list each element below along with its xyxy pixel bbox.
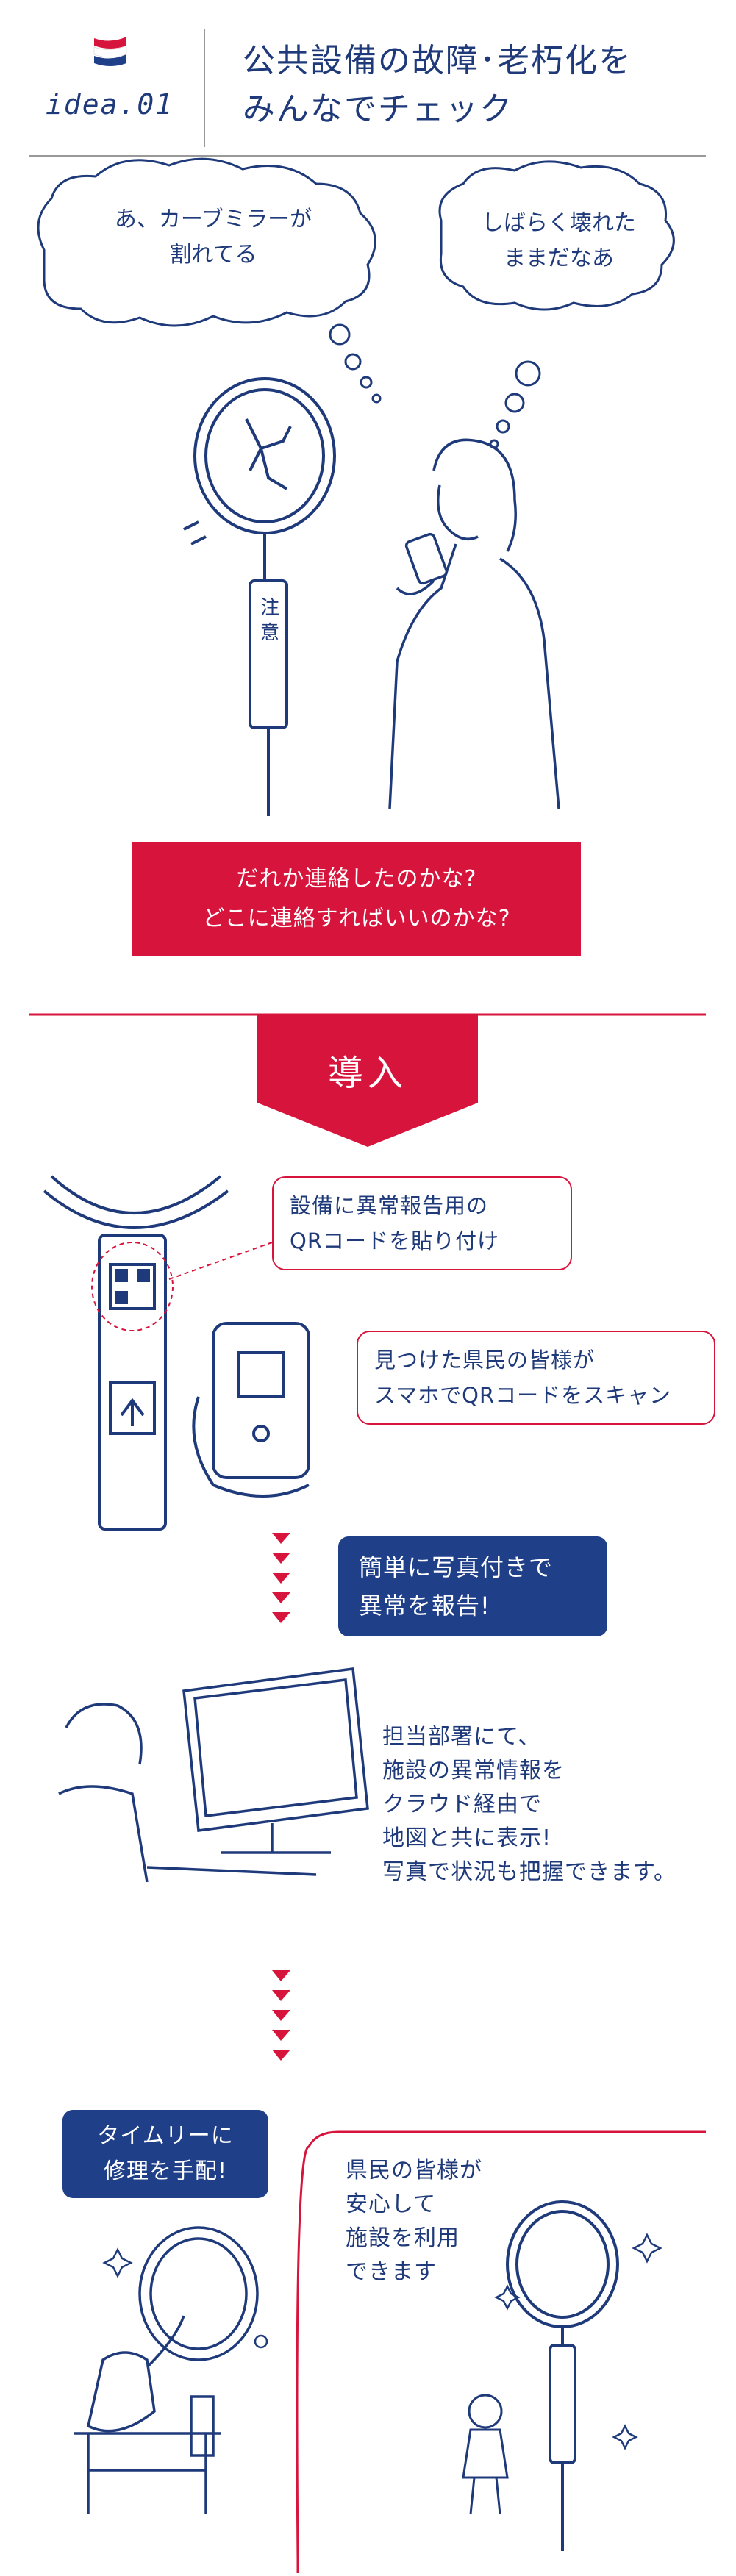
step5-line1: タイムリーに [97, 2123, 234, 2149]
thought-right-line2: ままだなあ [504, 246, 614, 271]
step6-line1: 県民の皆様が [346, 2158, 482, 2183]
page-title-line1: 公共設備の故障･老朽化を [243, 42, 632, 79]
step4-line1: 担当部署にて、 [382, 1724, 541, 1750]
step6-text: 県民の皆様が 安心して 施設を利用 できます [346, 2154, 551, 2289]
step4-text: 担当部署にて、 施設の異常情報を クラウド経由で 地図と共に表示! 写真で状況も… [382, 1720, 721, 1889]
flag-icon [93, 37, 127, 66]
chevrons-2 [272, 1970, 290, 2061]
step6-line2: 安心して [346, 2192, 437, 2217]
step3-box: 簡単に写真付きで 異常を報告! [338, 1536, 607, 1636]
qr-highlight-circle [91, 1242, 174, 1331]
step4-line5: 写真で状況も把握できます。 [382, 1859, 676, 1885]
thought-dots [329, 323, 541, 449]
step6-line4: できます [346, 2259, 437, 2285]
step5-line2: 修理を手配! [103, 2158, 228, 2184]
step6-line3: 施設を利用 [346, 2225, 460, 2251]
office-worker-monitor [58, 1667, 369, 1883]
step3-line1: 簡単に写真付きで [359, 1553, 554, 1581]
question-line1: だれか連絡したのかな? [236, 865, 477, 892]
thought-left-text: あ、カーブミラーが 割れてる [66, 202, 360, 273]
intro-arrow [257, 1015, 478, 1147]
thought-right-text: しばらく壊れた ままだなあ [456, 206, 662, 276]
step2-line2: スマホでQRコードをスキャン [374, 1383, 672, 1408]
step2-box: 見つけた県民の皆様が スマホでQRコードをスキャン [357, 1331, 715, 1425]
thought-right-line1: しばらく壊れた [482, 210, 636, 236]
thought-left-line1: あ、カーブミラーが [114, 207, 312, 232]
step2-line1: 見つけた県民の皆様が [374, 1348, 596, 1373]
step4-line4: 地図と共に表示! [382, 1825, 552, 1851]
caution-sign-text: 注意 [260, 597, 279, 644]
step5-box: タイムリーに 修理を手配! [62, 2110, 268, 2198]
question-box: だれか連絡したのかな? どこに連絡すればいいのかな? [132, 842, 581, 956]
thought-left-line2: 割れてる [169, 242, 257, 268]
step1-box: 設備に異常報告用の QRコードを貼り付け [272, 1176, 572, 1270]
girl-walking [462, 2394, 509, 2515]
idea-label: idea.01 [46, 88, 174, 121]
question-line2: どこに連絡すればいいのかな? [202, 905, 511, 931]
step3-line2: 異常を報告! [359, 1592, 490, 1620]
bottom-frame [296, 2130, 706, 2559]
woman-with-phone [388, 438, 560, 809]
thought-bubble-right [438, 160, 675, 311]
page-title-line2: みんなでチェック [243, 90, 513, 128]
broken-curve-mirror [183, 377, 336, 816]
thought-bubble-left [37, 157, 376, 327]
page-title: 公共設備の故障･老朽化を みんなでチェック [243, 37, 713, 134]
phone-scanning [192, 1322, 310, 1498]
step4-line2: 施設の異常情報を [382, 1758, 565, 1783]
chevrons-1 [272, 1533, 290, 1623]
step4-line3: クラウド経由で [382, 1792, 542, 1817]
step1-line2: QRコードを貼り付け [290, 1228, 499, 1253]
repaired-mirror [506, 2200, 619, 2551]
repair-worker [74, 2226, 259, 2514]
step1-line1: 設備に異常報告用の [290, 1193, 489, 1218]
pole-with-qr [43, 1175, 229, 1531]
intro-label: 導入 [327, 1053, 407, 1094]
